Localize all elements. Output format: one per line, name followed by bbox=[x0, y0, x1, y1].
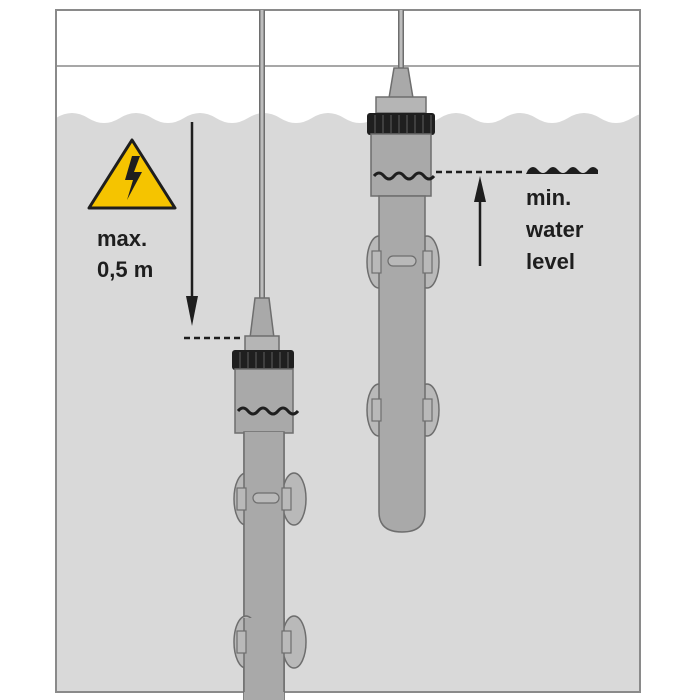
heater-left-cap bbox=[232, 350, 294, 370]
heater-left bbox=[232, 10, 307, 700]
max-depth-indicator bbox=[184, 122, 240, 340]
heater-right-min-mark bbox=[372, 171, 436, 181]
min-level-label-line1: min. bbox=[526, 185, 571, 210]
aquarium-tank bbox=[56, 10, 640, 692]
max-depth-label-line2: 0,5 m bbox=[97, 257, 153, 282]
min-water-level-indicator bbox=[436, 167, 598, 266]
heater-right-head bbox=[370, 133, 432, 197]
heater-left-min-mark bbox=[236, 406, 300, 416]
tank-border bbox=[55, 9, 641, 693]
high-voltage-warning-icon bbox=[87, 138, 177, 210]
min-water-level-label: min. water level bbox=[525, 185, 590, 274]
max-depth-label-line1: max. bbox=[97, 226, 147, 251]
min-level-label-line3: level bbox=[526, 249, 575, 274]
heater-right bbox=[366, 10, 440, 533]
min-level-label-line2: water bbox=[525, 217, 584, 242]
water-body bbox=[56, 113, 640, 692]
heater-right-cap bbox=[367, 113, 435, 135]
max-depth-label: max. 0,5 m bbox=[97, 226, 153, 282]
heater-left-head bbox=[234, 368, 294, 434]
water-surface-icon bbox=[526, 167, 598, 174]
